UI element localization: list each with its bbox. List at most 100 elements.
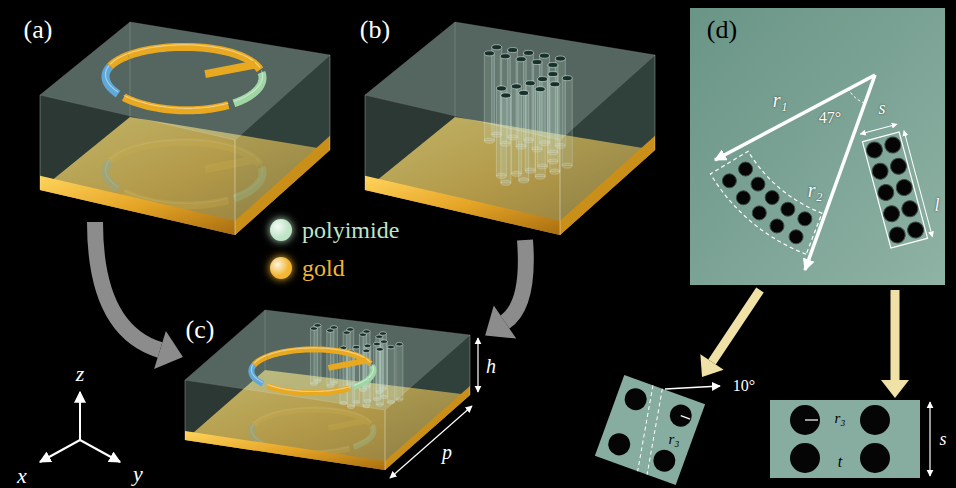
flow-arrow <box>95 222 183 369</box>
ring-arc <box>234 72 263 103</box>
air-hole <box>722 174 736 188</box>
air-hole <box>887 225 907 245</box>
hole-top <box>535 87 545 92</box>
arrow-shaft <box>712 290 760 362</box>
air-hole <box>870 161 890 181</box>
air-hole <box>790 405 820 435</box>
air-hole <box>883 135 903 155</box>
group-outline <box>862 132 927 248</box>
top-view-panel <box>690 8 945 285</box>
air-hole <box>605 430 633 458</box>
radius-mark <box>805 419 818 420</box>
air-hole <box>650 447 678 475</box>
dimension-label: h <box>486 356 496 376</box>
hole-top <box>525 81 535 86</box>
air-hole <box>736 191 750 205</box>
substrate-top <box>365 22 655 140</box>
group-outline <box>710 151 822 254</box>
panel-label: (b) <box>360 17 390 43</box>
air-hole <box>789 230 803 244</box>
ring-highlight <box>234 70 263 101</box>
dimension-label: r₃ <box>834 411 845 426</box>
air-hole <box>860 405 890 435</box>
substrate-top <box>185 310 470 410</box>
hole-top <box>353 345 360 349</box>
gold-slab <box>40 176 235 235</box>
dimension-label: s <box>939 430 946 448</box>
hole-top <box>539 53 549 58</box>
arrow-shaft <box>95 222 160 350</box>
dimension-label: p <box>442 442 452 462</box>
substrate-top-view <box>690 8 945 285</box>
hole-top <box>484 51 494 56</box>
air-hole <box>781 202 795 216</box>
dimension-label: r₁ <box>773 90 788 110</box>
radius-arrow <box>715 75 875 160</box>
ring-highlight <box>105 64 118 92</box>
unit-cell <box>40 22 330 235</box>
dimension-label: r₃ <box>668 432 679 447</box>
inset-substrate <box>595 375 705 485</box>
legend-entry: gold <box>270 256 345 280</box>
hole-top <box>519 90 529 95</box>
air-hole <box>622 385 650 413</box>
legend-label: polyimide <box>302 218 399 242</box>
dimension-label: t <box>838 454 842 470</box>
split-ring <box>105 45 262 110</box>
hole-top <box>532 60 542 65</box>
inset-rect-holes <box>770 400 930 478</box>
hole-top <box>516 57 526 62</box>
hole-top <box>500 54 510 59</box>
ring-highlight <box>353 364 373 385</box>
hole-top <box>396 342 403 346</box>
cube-edge <box>365 95 366 190</box>
gold-slab <box>560 136 655 235</box>
ring-highlight <box>251 363 263 382</box>
radius-arrow <box>805 75 875 270</box>
legend-entry: polyimide <box>270 218 399 242</box>
dimension-label: s <box>878 99 885 117</box>
cube-edge <box>330 55 331 150</box>
panel-label: (d) <box>707 17 737 43</box>
cube-edge <box>385 410 386 470</box>
legend-label: gold <box>302 256 345 280</box>
air-hole <box>739 162 753 176</box>
air-hole <box>765 191 779 205</box>
ring-highlight <box>268 384 350 391</box>
axis <box>80 440 120 462</box>
cube-edge <box>655 55 656 150</box>
axis <box>40 440 80 462</box>
cube-edge <box>470 335 471 395</box>
cube-edge <box>40 95 41 190</box>
air-hole <box>882 204 902 224</box>
hole-top <box>511 84 521 89</box>
hole-top <box>496 86 506 91</box>
ring-bar <box>328 360 366 367</box>
air-hole <box>770 219 784 233</box>
dimension-label: r₂ <box>808 180 823 200</box>
flow-arrow <box>485 240 526 339</box>
arrow-head <box>881 380 909 398</box>
air-hole <box>798 212 812 226</box>
dimension-line <box>929 402 930 476</box>
hole-top <box>363 330 370 334</box>
hole-top <box>524 50 534 55</box>
hole-top <box>330 326 337 330</box>
hole-top <box>548 62 558 67</box>
hole-top <box>364 344 371 348</box>
split-ring <box>251 348 373 393</box>
hole-top <box>314 324 321 328</box>
gold-slab <box>185 431 385 470</box>
zoom-arrow <box>881 290 909 398</box>
hole-top <box>538 77 548 82</box>
unit-cell <box>365 22 655 235</box>
legend-swatch <box>270 257 292 279</box>
arrow-shaft <box>505 240 526 322</box>
axes <box>40 392 120 462</box>
arrow-head <box>154 331 183 369</box>
hole-top <box>387 345 394 349</box>
dimension-line <box>904 131 932 237</box>
hole-top <box>492 45 502 50</box>
cube-edge <box>185 380 186 440</box>
